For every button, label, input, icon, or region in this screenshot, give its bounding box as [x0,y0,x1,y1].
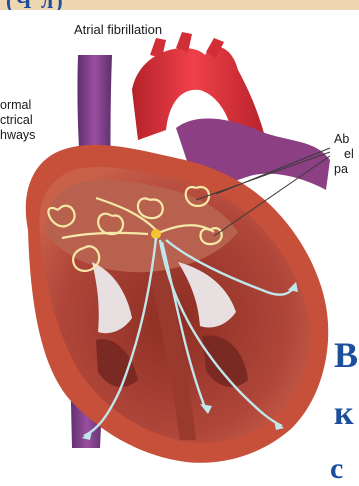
right-label-line: pa [334,162,359,177]
heart-diagram [0,0,359,475]
right-label-line: Ab [334,132,359,147]
overlay-letter: с [330,452,343,486]
overlay-letter: B [334,334,358,376]
left-label-line: hways [0,128,52,143]
left-label: ormal ctrical hways [0,98,52,143]
av-node [151,229,161,239]
diagram-title: Atrial fibrillation [74,22,162,37]
right-label-line: el [334,147,359,162]
left-label-line: ctrical [0,113,52,128]
left-label-line: ormal [0,98,52,113]
overlay-letter: к [334,395,354,433]
right-label: Ab el pa [334,132,359,177]
